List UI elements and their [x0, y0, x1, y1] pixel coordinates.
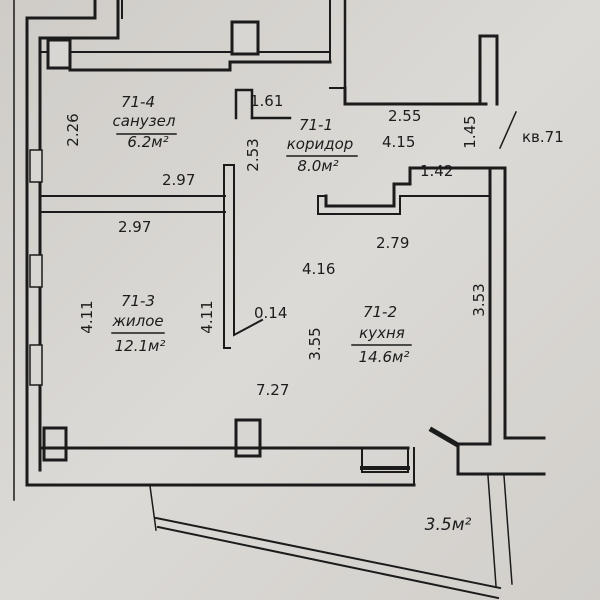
living-kitchen-partition — [223, 164, 264, 349]
kitchen-stepped-wall — [317, 166, 492, 215]
dim-7-27: 7.27 — [256, 381, 289, 399]
dim-2-53: 2.53 — [244, 138, 262, 171]
dim-1-42: 1.42 — [420, 162, 453, 180]
room-label-corridor: 71-1 коридор 8.0м² — [287, 116, 354, 175]
dim-2-26: 2.26 — [64, 113, 82, 146]
dim-3-55: 3.55 — [306, 327, 324, 360]
svg-text:кухня: кухня — [359, 324, 405, 342]
svg-text:14.6м²: 14.6м² — [359, 348, 410, 366]
dim-0-14: 0.14 — [254, 304, 287, 322]
balcony-outline — [149, 475, 513, 600]
svg-text:6.2м²: 6.2м² — [127, 133, 168, 151]
svg-text:71-3: 71-3 — [121, 292, 155, 310]
room-label-living: 71-3 жилое 12.1м² — [111, 292, 165, 355]
column-bottom-mid — [234, 418, 262, 458]
room-label-kitchen: 71-2 кухня 14.6м² — [359, 303, 410, 366]
dim-3-53: 3.53 — [470, 283, 488, 316]
dim-4-16: 4.16 — [302, 260, 335, 278]
column-top-left — [46, 38, 72, 70]
entry-marker — [499, 111, 517, 149]
balcony-area: 3.5м² — [425, 515, 472, 535]
apartment-label: кв.71 — [522, 128, 564, 146]
dim-2-79: 2.79 — [376, 234, 409, 252]
exterior-left-wall — [25, 16, 43, 487]
right-exterior-wall — [456, 166, 546, 476]
kitchen-door — [428, 426, 460, 448]
label-underlines — [111, 133, 412, 346]
svg-text:коридор: коридор — [287, 135, 354, 153]
svg-text:71-1: 71-1 — [299, 116, 333, 134]
bathroom-bottom-wall — [39, 195, 226, 213]
dim-4-15: 4.15 — [382, 133, 415, 151]
dim-2-55: 2.55 — [388, 107, 421, 125]
dim-4-11-left: 4.11 — [78, 300, 96, 333]
dim-1-45: 1.45 — [461, 115, 479, 148]
svg-text:8.0м²: 8.0м² — [297, 157, 338, 175]
column-bottom-left — [42, 426, 68, 462]
dim-4-11-right: 4.11 — [198, 300, 216, 333]
svg-text:71-4: 71-4 — [121, 93, 155, 111]
svg-text:санузел: санузел — [113, 112, 176, 130]
svg-text:12.1м²: 12.1м² — [115, 337, 166, 355]
corridor-top-wall — [234, 0, 488, 120]
dim-2-97-top: 2.97 — [162, 171, 195, 189]
column-top-mid — [230, 20, 260, 56]
top-wall — [25, 0, 332, 72]
dim-2-97-bottom: 2.97 — [118, 218, 151, 236]
room-label-bathroom: 71-4 санузел 6.2м² — [113, 93, 176, 151]
dim-1-61: 1.61 — [250, 92, 283, 110]
right-top-pillar — [478, 34, 499, 106]
svg-text:71-2: 71-2 — [363, 303, 397, 321]
svg-text:жилое: жилое — [111, 312, 163, 330]
bottom-exterior-wall — [25, 446, 416, 487]
